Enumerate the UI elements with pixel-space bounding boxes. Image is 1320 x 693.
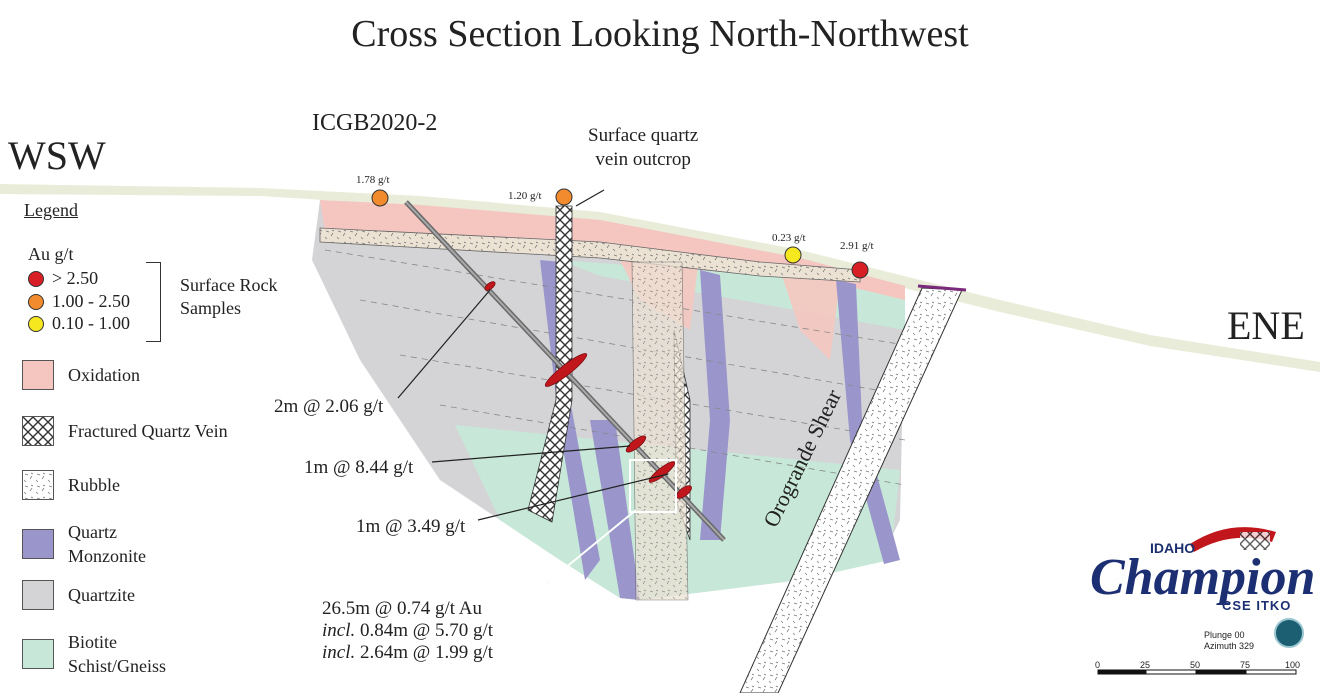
legend-swatch <box>22 360 54 390</box>
logo-idaho: IDAHO <box>1150 540 1196 556</box>
logo-flag <box>1190 527 1276 552</box>
monzonite-dyke <box>540 260 600 580</box>
scale-tick: 50 <box>1190 660 1201 670</box>
azimuth-label: Azimuth 329 <box>1204 641 1255 651</box>
legend-label: Quartzite <box>68 584 135 605</box>
drillhole-label: ICGB2020-2 <box>312 110 438 136</box>
fractured-quartz-vein <box>527 205 573 523</box>
legend-item-oxidation: Oxidation <box>22 360 140 390</box>
sample-dot <box>784 246 802 264</box>
logo-champion: Champion <box>1090 549 1316 606</box>
plunge-label: Plunge 00 <box>1204 630 1245 640</box>
legend-item-quartzite: Quartzite <box>22 580 135 610</box>
intercept-label: 1m @ 8.44 g/t <box>304 457 414 478</box>
composite-incl-1: incl. 0.84m @ 5.70 g/t <box>322 620 493 642</box>
legend-swatch <box>22 580 54 610</box>
intercept-label: 1m @ 3.49 g/t <box>356 516 466 537</box>
composite-intercept: 26.5m @ 0.74 g/t Au incl. 0.84m @ 5.70 g… <box>322 598 493 664</box>
legend-surface-samples-line: Samples <box>180 298 241 318</box>
legend-dot-red <box>28 270 44 287</box>
legend-dot-yellow <box>28 315 44 332</box>
legend-swatch <box>22 529 54 559</box>
scale-tick: 0 <box>1095 660 1101 670</box>
monzonite-dyke <box>590 420 640 600</box>
diagram-title: Cross Section Looking North-Northwest <box>351 13 969 55</box>
sample-value: 1.78 g/t <box>356 174 390 186</box>
legend-label: Biotite Schist/Gneiss <box>68 630 166 678</box>
oxidation-lobe-2 <box>780 270 840 360</box>
incl-prefix: incl. <box>322 620 356 641</box>
legend-label-line: Biotite <box>68 632 117 652</box>
legend-item-rubble: Rubble <box>22 470 120 500</box>
legend-swatch <box>22 416 54 446</box>
legend-au-row: 0.10 - 1.00 <box>28 313 130 334</box>
monzonite-dyke <box>836 280 900 564</box>
scale-tick: 25 <box>1140 660 1151 670</box>
incl-prefix: incl. <box>322 642 356 663</box>
legend-label-line: Quartz <box>68 522 117 542</box>
outcrop-label-line: Surface quartz <box>588 125 699 146</box>
legend-item-fractured-quartz-vein: Fractured Quartz Vein <box>22 416 228 446</box>
legend-au-label: 1.00 - 2.50 <box>52 291 130 311</box>
legend-label: Oxidation <box>68 364 140 385</box>
legend-au-label: > 2.50 <box>52 268 99 288</box>
scale-tick: 100 <box>1285 660 1301 670</box>
legend-label: Quartz Monzonite <box>68 520 146 568</box>
legend-au-row: 1.00 - 2.50 <box>28 291 130 312</box>
legend-surface-samples: Surface Rock Samples <box>180 274 277 320</box>
composite-incl-2: incl. 2.64m @ 1.99 g/t <box>322 642 493 664</box>
scale-tick: 75 <box>1240 660 1251 670</box>
intercept-label: 2m @ 2.06 g/t <box>274 396 384 417</box>
sample-value: 1.20 g/t <box>508 190 542 202</box>
legend-au-row: > 2.50 <box>28 268 98 289</box>
legend-swatch <box>22 639 54 669</box>
sample-value: 0.23 g/t <box>772 232 806 244</box>
sample-value: 2.91 g/t <box>840 240 874 252</box>
rubble-cap <box>319 227 861 283</box>
direction-west-label: WSW <box>8 133 106 178</box>
legend-au-title: Au g/t <box>28 244 74 264</box>
logo-seal <box>1274 618 1304 648</box>
legend-swatch <box>22 470 54 500</box>
legend-bracket <box>146 262 161 342</box>
legend-label: Rubble <box>68 474 120 495</box>
legend-item-biotite-schist: Biotite Schist/Gneiss <box>22 630 166 678</box>
outcrop-label-line: vein outcrop <box>595 149 691 170</box>
incl-value: 0.84m @ 5.70 g/t <box>355 620 494 641</box>
legend-au-label: 0.10 - 1.00 <box>52 313 130 333</box>
legend-dot-orange <box>28 293 44 310</box>
logo-ticker: CSE ITKO <box>1222 598 1292 613</box>
legend-label: Fractured Quartz Vein <box>68 420 228 441</box>
monzonite-dyke <box>700 270 730 540</box>
composite-main: 26.5m @ 0.74 g/t Au <box>322 598 483 619</box>
sample-dot <box>851 261 869 279</box>
legend-surface-samples-line: Surface Rock <box>180 275 278 295</box>
legend-label-line: Schist/Gneiss <box>68 656 167 676</box>
rubble-column <box>631 261 689 601</box>
sample-dot <box>555 188 573 206</box>
composite-box <box>629 459 677 513</box>
legend-label-line: Monzonite <box>68 546 146 566</box>
incl-value: 2.64m @ 1.99 g/t <box>355 642 494 663</box>
legend-item-quartz-monzonite: Quartz Monzonite <box>22 520 146 568</box>
sample-dot <box>371 189 389 207</box>
scale-bar <box>1097 669 1297 675</box>
direction-east-label: ENE <box>1227 303 1305 348</box>
outcrop-label: Surface quartz vein outcrop <box>588 124 698 172</box>
legend-title: Legend <box>24 200 78 220</box>
